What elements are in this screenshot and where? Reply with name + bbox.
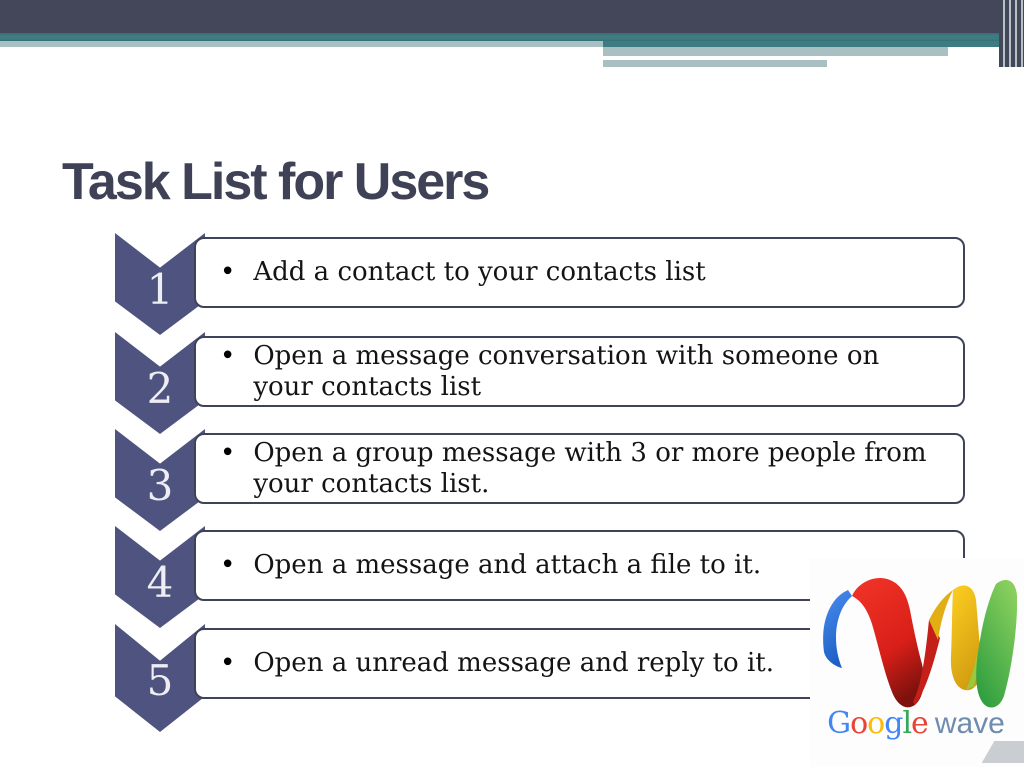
logo-corner-shadow — [981, 741, 1024, 763]
header-pale-band-2 — [603, 60, 827, 67]
task-box-3: • Open a group message with 3 or more pe… — [194, 433, 965, 504]
task-text: Add a contact to your contacts list — [253, 257, 706, 287]
step-number: 3 — [146, 461, 174, 510]
task-row: 1 • Add a contact to your contacts list — [0, 233, 1024, 343]
letter: l — [902, 706, 912, 741]
task-text: Open a message conversation with someone… — [253, 340, 880, 402]
header-pale-stripe-left — [0, 41, 603, 47]
task-content: • Open a message conversation with someo… — [220, 341, 933, 403]
bullet-icon: • — [220, 340, 236, 371]
step-number: 1 — [146, 265, 174, 314]
task-box-1: • Add a contact to your contacts list — [194, 237, 965, 308]
header-corner-stripes — [999, 0, 1024, 67]
letter: o — [850, 706, 868, 741]
step-number: 2 — [146, 364, 174, 413]
chevron-shape-5: 5 — [115, 624, 205, 732]
letter: G — [827, 706, 851, 741]
header-teal-stripe-right — [603, 41, 1024, 47]
chevron-shape-3: 3 — [115, 429, 205, 531]
wave-wordmark: wave — [934, 707, 1005, 740]
step-number: 5 — [146, 656, 174, 705]
header-teal-bar — [0, 33, 1024, 41]
bullet-icon: • — [220, 550, 236, 580]
google-wordmark: Google — [827, 706, 929, 741]
chevron-shape-1: 1 — [115, 233, 205, 335]
chevron-shape-4: 4 — [115, 526, 205, 628]
task-text: Open a group message with 3 or more peop… — [253, 437, 927, 499]
task-row: 3 • Open a group message with 3 or more … — [0, 429, 1024, 539]
task-text: Open a message and attach a file to it. — [253, 550, 762, 580]
wave-w-icon — [823, 577, 1017, 708]
letter: o — [867, 706, 885, 741]
header-pale-band-1 — [603, 47, 948, 56]
task-text: Open a unread message and reply to it. — [253, 648, 774, 678]
page-title: Task List for Users — [62, 153, 490, 211]
task-content: • Open a group message with 3 or more pe… — [220, 438, 933, 500]
letter: e — [911, 706, 929, 741]
header-navy-bar — [0, 0, 1024, 33]
chevron-shape-2: 2 — [115, 332, 205, 434]
task-box-2: • Open a message conversation with someo… — [194, 336, 965, 407]
step-number: 4 — [146, 558, 174, 607]
task-content: • Open a unread message and reply to it. — [220, 648, 774, 679]
task-row: 2 • Open a message conversation with som… — [0, 332, 1024, 442]
letter: g — [884, 706, 903, 741]
bullet-icon: • — [220, 648, 236, 678]
task-content: • Add a contact to your contacts list — [220, 257, 706, 288]
task-content: • Open a message and attach a file to it… — [220, 550, 761, 581]
bullet-icon: • — [220, 437, 236, 468]
bullet-icon: • — [220, 257, 236, 287]
